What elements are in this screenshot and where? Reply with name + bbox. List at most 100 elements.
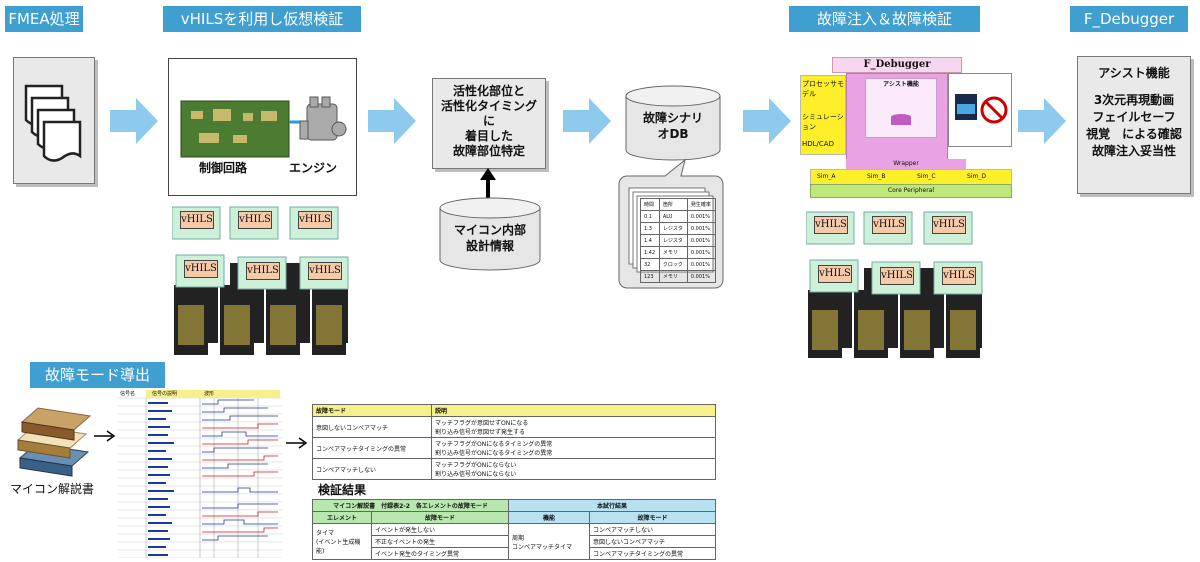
vhils-server-label: vHILS (184, 260, 218, 278)
activation-box: 活性化部位と 活性化タイミング に 着目した 故障部位特定 (432, 78, 546, 169)
vhils-header: vHILSを利用し仮想検証 (163, 6, 361, 32)
waveform-header: 信号名 信号の説明 波形 (120, 390, 280, 398)
table-row: イベント発生のタイミング異常 コンペアマッチタイミングの異常 (313, 547, 716, 560)
fault-mode-table: 故障モード 説明 意図しないコンペアマッチマッチフラグが意図せずONになる 割り… (312, 404, 716, 480)
assist-panel-title: アシスト機能 (883, 81, 919, 88)
vhils-server-cluster-left (172, 206, 349, 355)
vhils-server-label: vHILS (872, 216, 906, 234)
vhils-server-label: vHILS (246, 262, 280, 280)
table-row: コンペアマッチしないマッチフラグがONにならない 割り込み信号がONにならない (312, 458, 716, 480)
table-row: 不正なイベントの発生 意図しないコンペアマッチ (313, 535, 716, 548)
result-left-title: マイコン解説書 付録表2-2 各エレメントの故障モード (312, 499, 509, 512)
result-element: タイマ (イベント生成機能) (312, 523, 372, 560)
cylinder-icon (891, 114, 911, 125)
micon-db-cylinder (439, 197, 541, 271)
simulation-label: シミュレーション (802, 113, 844, 131)
activation-line-5: 故障部位特定 (452, 144, 525, 158)
scenario-db-line-1: 故障シナリ (642, 111, 703, 125)
documents-icon (24, 84, 82, 162)
hdl-cad-label: HDL/CAD (802, 140, 834, 148)
waveform-col-signal: 信号名 (120, 391, 136, 397)
small-arrow-icon (286, 437, 308, 449)
book-label: マイコン解説書 (10, 482, 95, 496)
assist-line-1: アシスト機能 (1098, 66, 1170, 80)
mode-header: 故障モード導出 (30, 362, 165, 388)
micon-db-line-2: 設計情報 (465, 239, 514, 253)
assist-panel: アシスト機能 (846, 73, 948, 161)
table-row: 意図しないコンペアマッチマッチフラグが意図せずONになる 割り込み信号が意図せず… (312, 416, 716, 438)
flow-arrow-1 (110, 98, 158, 144)
debugger-header: F_Debugger (1070, 6, 1188, 32)
vhils-server-label: vHILS (308, 262, 342, 280)
vhils-server-label: vHILS (238, 211, 272, 229)
assist-line-3: フェイルセーフ (1092, 110, 1176, 124)
waveform-sheet: 信号名 信号の説明 波形 (118, 390, 282, 559)
vhils-server-label: vHILS (818, 265, 852, 283)
fmea-header: FMEA処理 (5, 6, 83, 32)
scenario-col-place: 箇所 (658, 198, 688, 211)
sim-module: Sim_A (817, 173, 836, 180)
fdebugger-screen: F_Debugger プロセッサモデル シミュレーション HDL/CAD アシス… (800, 55, 1015, 198)
sim-module: Sim_B (867, 173, 886, 180)
flow-arrow-4 (743, 98, 791, 144)
waveform-col-desc: 信号の説明 (152, 391, 178, 397)
result-col-mode: 故障モード (371, 511, 509, 524)
scenario-col-prob: 発生確率 (686, 198, 717, 211)
vhils-server-label: vHILS (942, 267, 976, 285)
processor-model-label: プロセッサモデル (802, 80, 844, 98)
up-arrow-icon (480, 168, 496, 198)
waveform-col-wave: 波形 (204, 391, 215, 397)
vhils-panel: 制御回路 エンジン (168, 58, 357, 196)
vhils-server-label: vHILS (180, 211, 214, 229)
control-circuit-label: 制御回路 (199, 161, 248, 175)
sim-module: Sim_C (917, 173, 936, 180)
sim-module: Sim_D (967, 173, 986, 180)
vhils-server-label: vHILS (880, 267, 914, 285)
scenario-col-time: 時間 (640, 198, 660, 211)
inject-header: 故障注入＆故障検証 (789, 6, 980, 32)
fault-desc-col: 説明 (431, 404, 716, 417)
result-right-title: 本試行結果 (508, 499, 716, 512)
waveform-chart (118, 397, 282, 559)
activation-line-4: 着目した (464, 129, 513, 143)
result-function: 周期 コンペアマッチタイマ (508, 523, 590, 560)
video-panel (948, 73, 1012, 147)
processor-model-panel: プロセッサモデル シミュレーション HDL/CAD (800, 75, 846, 155)
flow-arrow-2 (368, 98, 416, 144)
books-icon (16, 407, 92, 477)
flow-arrow-5 (1018, 98, 1066, 144)
wrapper-bar: Wrapper (846, 159, 966, 169)
result-title: 検証結果 (318, 483, 367, 497)
result-table: マイコン解説書 付録表2-2 各エレメントの故障モード 本試行結果 エレメント … (312, 499, 716, 560)
flow-arrow-3 (563, 98, 611, 144)
result-col-mode-right: 故障モード (589, 511, 716, 524)
engine-label: エンジン (289, 161, 338, 175)
pcb-engine-illustration (180, 96, 347, 158)
vhils-server-label: vHILS (932, 216, 966, 234)
activation-line-3: に (482, 114, 495, 128)
assist-line-5: 故障注入妥当性 (1091, 144, 1176, 158)
vhils-server-label: vHILS (814, 216, 848, 234)
assist-line-4: 視覚 による確認 (1086, 127, 1182, 141)
small-arrow-icon (94, 430, 116, 442)
fdebugger-title: F_Debugger (832, 57, 962, 73)
scenario-db-line-2: オDB (657, 127, 689, 141)
table-row: タイマ (イベント生成機能) イベントが発生しない 周期 コンペアマッチタイマ … (312, 523, 716, 560)
micon-db-label: マイコン内部 設計情報 (438, 222, 542, 254)
fault-mode-col: 故障モード (312, 404, 432, 417)
vhils-server-label: vHILS (298, 211, 332, 229)
scenario-db-label: 故障シナリ オDB (624, 110, 722, 142)
sim-modules-bar: Sim_A Sim_B Sim_C Sim_D (810, 169, 1012, 185)
assist-inner: アシスト機能 (865, 78, 937, 138)
3d-video-icon (955, 94, 1008, 124)
scenario-db-cylinder (625, 85, 721, 161)
result-col-function: 機能 (508, 511, 590, 524)
micon-db-line-1: マイコン内部 (453, 223, 526, 237)
core-peripheral-bar: Core Peripheral (810, 184, 1012, 198)
